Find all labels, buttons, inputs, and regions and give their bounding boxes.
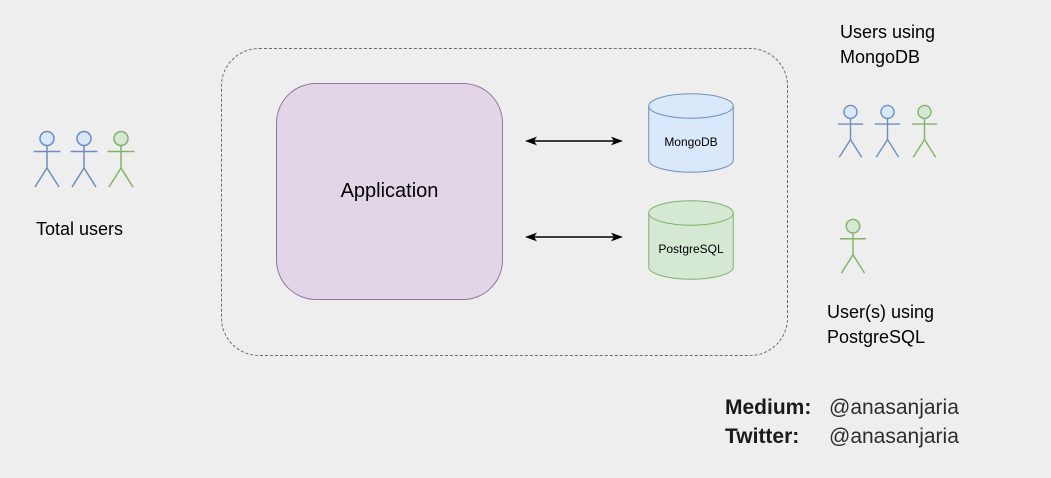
cylinder-top — [648, 93, 734, 119]
system-boundary — [221, 48, 788, 356]
medium-handle: @anasanjaria — [829, 396, 959, 419]
application-mongodb-arrow — [525, 136, 623, 146]
cylinder-body — [648, 106, 734, 173]
user-figure-blue — [837, 104, 864, 158]
application-postgresql-arrow — [525, 232, 623, 242]
database-cylinder-icon — [648, 200, 734, 280]
user-figure-green — [839, 218, 867, 274]
user-figure-green — [107, 130, 135, 188]
total-users-label: Total users — [36, 219, 124, 239]
cylinder-body — [648, 213, 734, 280]
cylinder-top — [648, 200, 734, 226]
twitter-row: Twitter: @anasanjaria — [725, 422, 959, 451]
user-figure-blue — [874, 104, 901, 158]
mongo-users-figures — [836, 104, 939, 160]
user-figure-blue — [33, 130, 61, 188]
postgresql-label: PostgreSQL — [658, 242, 724, 256]
user-figure-blue — [70, 130, 98, 188]
user-figure-green — [911, 104, 938, 158]
twitter-label: Twitter: — [725, 425, 800, 448]
postgres-users-label: User(s) using PostgreSQL — [827, 302, 935, 347]
total-users-figures — [31, 130, 137, 190]
medium-label: Medium: — [725, 396, 812, 419]
database-cylinder-icon — [648, 93, 734, 173]
author-social-links: Medium: @anasanjaria Twitter: @anasanjar… — [725, 393, 959, 451]
application-label: Application — [340, 180, 439, 202]
twitter-handle: @anasanjaria — [829, 425, 959, 448]
mongodb-label: MongoDB — [664, 135, 718, 149]
postgresql-node: PostgreSQL — [648, 200, 734, 280]
application-node: Application — [276, 83, 503, 300]
mongodb-node: MongoDB — [648, 93, 734, 173]
postgres-users-figures — [838, 218, 868, 276]
mongo-users-label: Users using MongoDB — [840, 22, 936, 67]
medium-row: Medium: @anasanjaria — [725, 393, 959, 422]
